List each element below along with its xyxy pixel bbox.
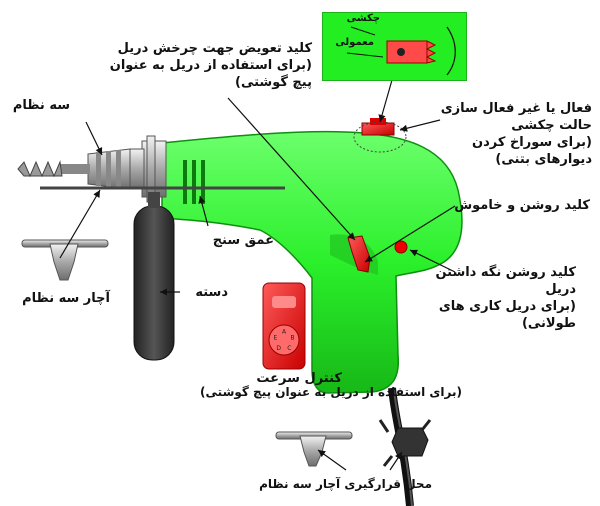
vent [201,160,205,204]
speed-dial-letter: D [276,345,281,352]
label-chuck: سه نظام [12,98,70,113]
speed-dial-letter: B [291,335,295,342]
label-handle: دسته [195,285,228,300]
label-hammer-mode: فعال یا غیر فعال سازی حالت چکشی (برای سو… [440,101,592,167]
label-trigger: کلید روشن و خاموش [454,198,590,213]
hammer-switch [361,118,395,136]
label-speed-control: کنترل سرعت [256,371,342,386]
label-speed-control-note: (برای استفاده از دریل به عنوان پیچ گوشتی… [200,385,462,399]
inset-hammer-label: چکشی [346,13,380,24]
trigger-switch [347,235,371,273]
leader-lines [59,79,456,471]
inset-switch-drawing [346,26,456,76]
side-handle [133,192,175,361]
chuck-key-illustration [21,239,109,281]
label-reverse-switch: کلید تعویض جهت چرخش دریل (برای استفاده ا… [109,41,312,90]
label-depth-gauge: عمق سنج [212,233,274,248]
vent [183,160,187,204]
vent [192,160,196,204]
speed-control-unit [262,282,306,370]
label-key-holder: محل قرارگیری آچار سه نظام [259,477,432,491]
inset-normal-label: معمولی [335,37,374,48]
label-chuck-key: آچار سه نظام [22,291,110,306]
key-holder-illustration [378,419,432,467]
speed-dial-letter: C [287,345,291,352]
chuck-key-bottom-illustration [275,431,353,467]
label-lock-button: کلید روشن نگه داشتن دریل (برای دریل کاری… [435,265,576,331]
drill-body [161,130,463,394]
hammer-switch-inset: چکشی معمولی [322,12,467,81]
lock-button [394,240,408,254]
speed-dial-letter: E [274,335,278,342]
speed-dial-letter: A [282,329,287,336]
drill-bit [17,160,90,178]
